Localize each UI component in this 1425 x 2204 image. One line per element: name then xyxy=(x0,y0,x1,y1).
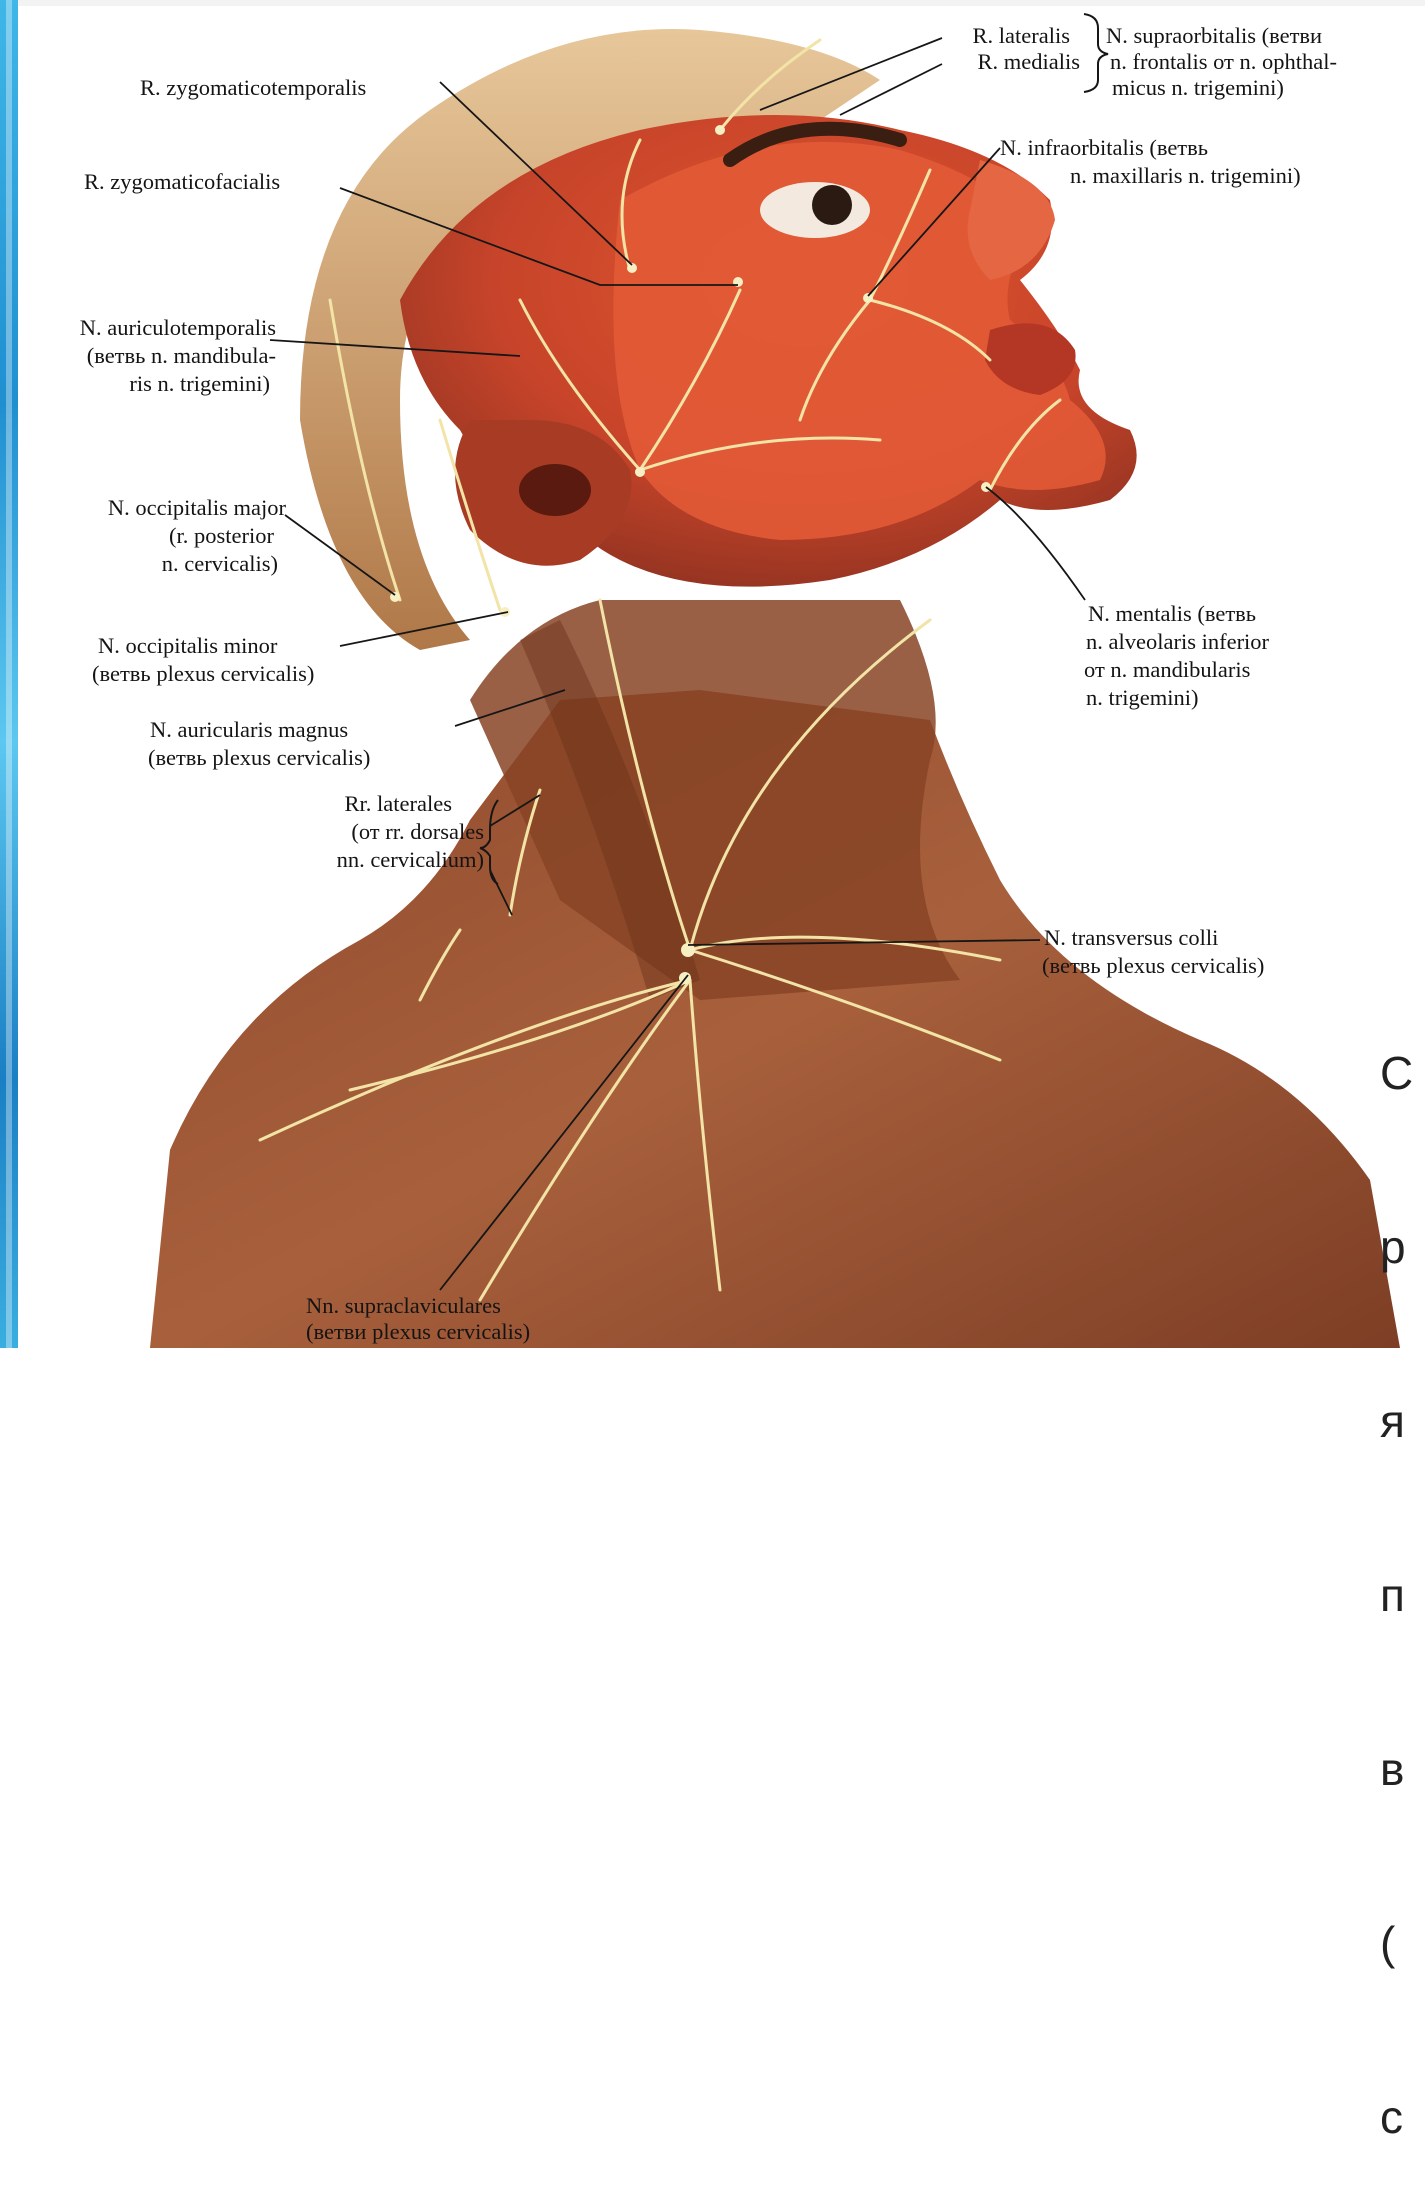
ear-canal-shape xyxy=(519,464,591,516)
label-occipitalis-major-1: N. occipitalis major xyxy=(20,494,286,521)
nose-shape xyxy=(968,160,1056,280)
side-text-line: р xyxy=(1380,1218,1425,1276)
side-text-line: п xyxy=(1380,1566,1425,1624)
brace-supraorbitalis xyxy=(1084,14,1108,92)
label-mentalis-3: от n. mandibularis xyxy=(1084,656,1250,683)
side-text-line: я xyxy=(1380,1392,1425,1450)
label-zygomaticotemporalis: R. zygomaticotemporalis xyxy=(140,74,366,101)
side-text-line: С xyxy=(1380,1044,1425,1102)
label-auricularis-magnus-1: N. auricularis magnus xyxy=(150,716,348,743)
label-mentalis-1: N. mentalis (ветвь xyxy=(1088,600,1256,627)
label-mentalis-2: n. alveolaris inferior xyxy=(1086,628,1269,655)
label-supraorbitalis-2: n. frontalis от n. ophthal- xyxy=(1110,48,1337,75)
label-transversus-colli-1: N. transversus colli xyxy=(1044,924,1218,951)
label-auriculotemporalis-2: (ветвь n. mandibula- xyxy=(4,342,276,369)
label-occipitalis-major-2: (r. posterior xyxy=(20,522,274,549)
label-rr-laterales-3: nn. cervicalium) xyxy=(200,846,484,873)
label-infraorbitalis-2: n. maxillaris n. trigemini) xyxy=(1070,162,1301,189)
label-r-lateralis: R. lateralis xyxy=(940,22,1070,49)
label-supraclaviculares-1: Nn. supraclaviculares xyxy=(306,1292,501,1319)
label-rr-laterales-1: Rr. laterales xyxy=(200,790,452,817)
side-text-line: ( xyxy=(1380,1914,1425,1972)
label-zygomaticofacialis: R. zygomaticofacialis xyxy=(84,168,280,195)
label-mentalis-4: n. trigemini) xyxy=(1086,684,1198,711)
slide-side-text-fragment: С р я п в ( с xyxy=(1380,928,1425,2204)
iris-shape xyxy=(812,185,852,225)
label-auriculotemporalis-1: N. auriculotemporalis xyxy=(4,314,276,341)
label-occipitalis-minor-2: (ветвь plexus cervicalis) xyxy=(92,660,314,687)
label-rr-laterales-2: (от rr. dorsales xyxy=(200,818,484,845)
label-supraclaviculares-2: (ветви plexus cervicalis) xyxy=(306,1318,530,1345)
side-text-line: в xyxy=(1380,1740,1425,1798)
label-supraorbitalis-3: micus n. trigemini) xyxy=(1112,74,1284,101)
label-infraorbitalis-1: N. infraorbitalis (ветвь xyxy=(1000,134,1208,161)
label-r-medialis: R. medialis xyxy=(940,48,1080,75)
label-supraorbitalis-1: N. supraorbitalis (ветви xyxy=(1106,22,1322,49)
label-transversus-colli-2: (ветвь plexus cervicalis) xyxy=(1042,952,1264,979)
label-occipitalis-minor-1: N. occipitalis minor xyxy=(98,632,277,659)
side-text-line: с xyxy=(1380,2088,1425,2146)
label-auricularis-magnus-2: (ветвь plexus cervicalis) xyxy=(148,744,370,771)
label-occipitalis-major-3: n. cervicalis) xyxy=(20,550,278,577)
label-auriculotemporalis-3: ris n. trigemini) xyxy=(4,370,270,397)
